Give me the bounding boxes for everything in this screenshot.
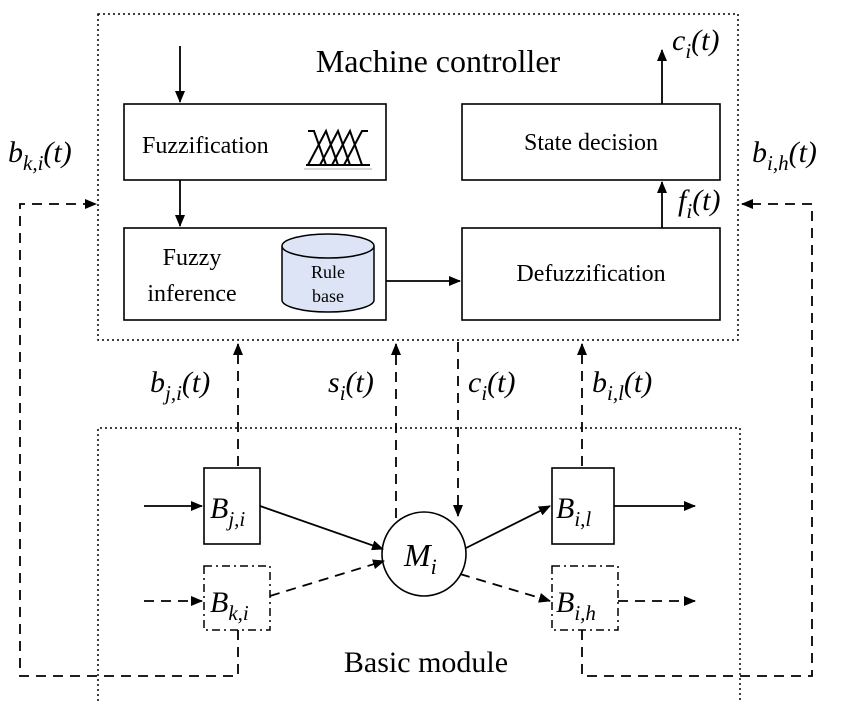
buffer-ih-label: Bi,h — [556, 586, 596, 625]
label-s: si(t) — [328, 366, 374, 405]
buffer-ih — [551, 565, 619, 631]
label-c-out: ci(t) — [672, 24, 720, 63]
buffer-ki — [203, 565, 271, 631]
flow-bji-to-machine — [259, 505, 384, 551]
label-b-il: bi,l(t) — [592, 366, 652, 405]
label-b-ih: bi,h(t) — [752, 136, 817, 175]
signal-bki-path — [19, 199, 239, 677]
buffer-ki-label: Bk,i — [210, 586, 249, 625]
state-decision-block — [461, 103, 721, 181]
fuzzy-inference-label-1: Fuzzy — [163, 245, 222, 271]
buffer-ji — [203, 467, 261, 545]
fuzzy-inference-label-2: inference — [147, 281, 236, 307]
basic-module-frame — [97, 427, 741, 701]
machine-controller-title: Machine controller — [316, 43, 561, 79]
machine-controller-frame — [97, 13, 739, 341]
buffer-il-label: Bi,l — [556, 492, 591, 531]
label-b-ji: bj,i(t) — [150, 366, 210, 405]
defuzzification-label: Defuzzification — [516, 261, 665, 287]
flow-machine-to-bil — [465, 505, 551, 549]
label-b-ki: bk,i(t) — [8, 136, 72, 175]
machine-label: Mi — [403, 537, 437, 579]
label-c-down: ci(t) — [468, 366, 516, 405]
label-f: fi(t) — [678, 184, 721, 223]
rule-base-label-1: Rule — [311, 262, 345, 282]
membership-functions-icon — [306, 128, 370, 166]
flow-bki-to-machine — [269, 559, 385, 597]
machine-node — [381, 511, 467, 597]
defuzzification-block — [461, 227, 721, 321]
rule-base-cylinder — [281, 233, 375, 313]
signal-bih-path — [581, 199, 813, 677]
rule-base-label-2: base — [312, 286, 344, 306]
buffer-il — [551, 467, 615, 545]
flow-machine-to-bih — [459, 573, 551, 603]
buffer-ji-label: Bj,i — [210, 492, 245, 531]
basic-module-title: Basic module — [344, 646, 508, 679]
state-decision-label: State decision — [524, 130, 658, 156]
fuzzification-label: Fuzzification — [142, 133, 269, 159]
